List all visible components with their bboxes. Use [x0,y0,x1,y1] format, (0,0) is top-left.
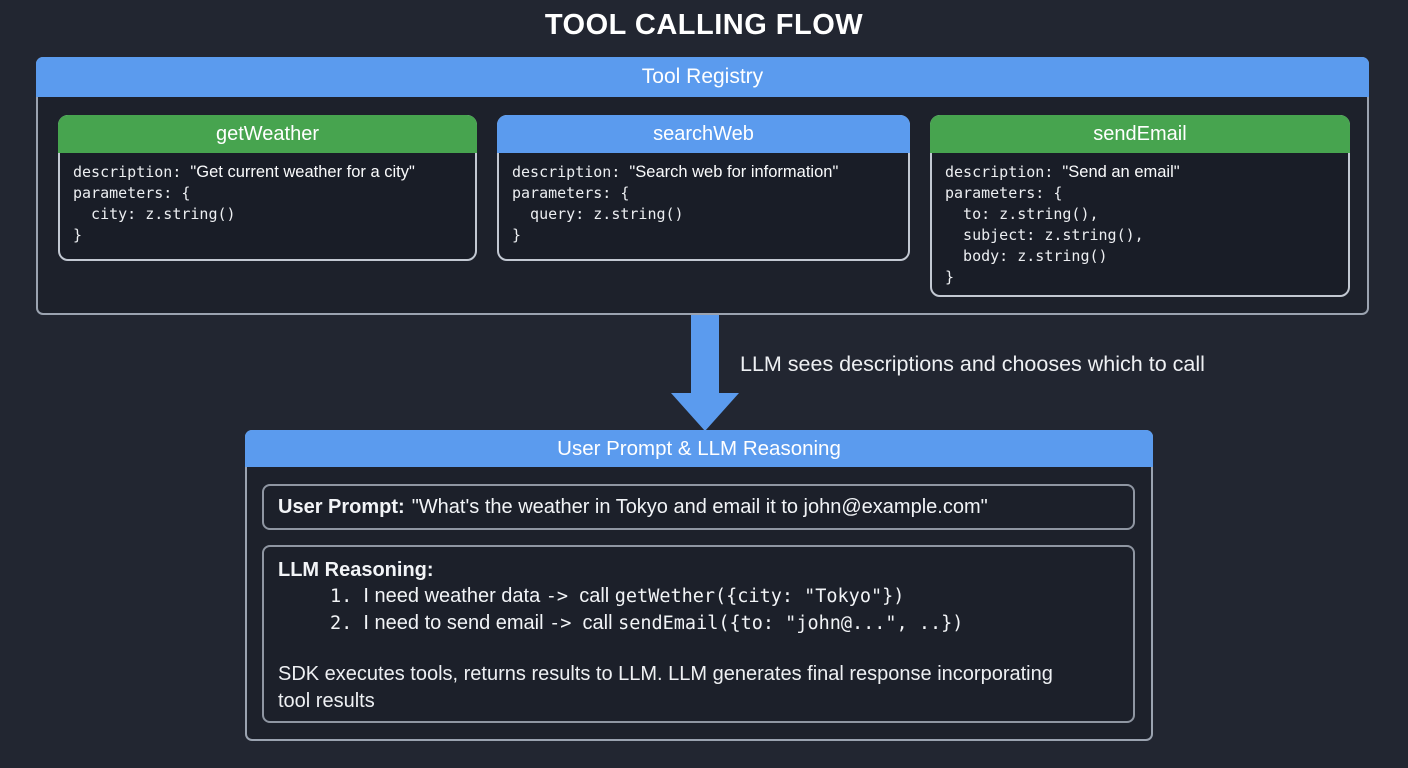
llm-reasoning-label: LLM Reasoning: [278,559,434,581]
reasoning-footer: SDK executes tools, returns results to L… [278,663,1053,712]
reasoning-step-1: 1. I need weather data -> call getWether… [330,585,905,607]
prompt-reasoning-header: User Prompt & LLM Reasoning [245,430,1153,467]
tool-card-searchweb: searchWeb description: "Search web for i… [497,115,910,261]
reasoning-step-2: 2. I need to send email -> call sendEmai… [330,612,964,634]
flow-down-arrow-icon [671,315,739,431]
tool-card-header: sendEmail [930,115,1350,153]
arrow-caption: LLM sees descriptions and chooses which … [740,352,1205,376]
prompt-reasoning-panel: User Prompt & LLM Reasoning User Prompt:… [245,430,1153,741]
tool-card-sendemail: sendEmail description: "Send an email"pa… [930,115,1350,297]
tool-card-body: description: "Send an email"parameters: … [945,163,1180,286]
user-prompt-box: User Prompt: "What's the weather in Toky… [262,484,1135,530]
user-prompt-text: "What's the weather in Tokyo and email i… [411,495,988,518]
tool-card-header: searchWeb [497,115,910,153]
diagram-title: TOOL CALLING FLOW [544,9,864,41]
tool-registry-header: Tool Registry [36,57,1369,97]
tool-card-body: description: "Get current weather for a … [73,163,415,244]
tool-card-getweather: getWeather description: "Get current wea… [58,115,477,261]
llm-reasoning-box: LLM Reasoning: 1. I need weather data ->… [262,545,1135,723]
tool-card-body: description: "Search web for information… [512,163,839,244]
tool-card-header: getWeather [58,115,477,153]
user-prompt-label: User Prompt: [278,495,405,518]
tool-registry-panel: Tool Registry getWeather description: "G… [36,57,1369,315]
